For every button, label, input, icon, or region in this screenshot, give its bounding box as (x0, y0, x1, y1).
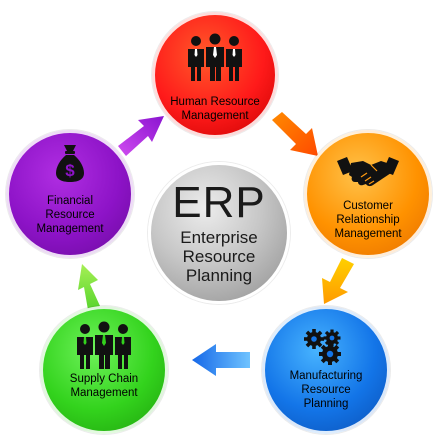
money-bag-icon: $ (56, 145, 84, 182)
node-manufacturing-resource: Manufacturing Resource Planning (262, 306, 390, 434)
node-label: Financial Resource Management (36, 195, 104, 235)
handshake-icon (337, 157, 399, 187)
node-label: Customer Relationship Management (334, 200, 402, 240)
gears-icon (304, 329, 341, 365)
arrow-scm-to-frm (78, 264, 100, 310)
erp-center-node: ERP Enterprise Resource Planning (148, 162, 290, 304)
node-supply-chain: Supply Chain Management (40, 306, 168, 434)
people-icon (188, 33, 242, 81)
arrow-frm-to-hr (118, 116, 164, 156)
node-customer-relationship: Customer Relationship Management (304, 130, 432, 258)
erp-subtitle: Enterprise Resource Planning (180, 228, 258, 285)
node-label: Human Resource Management (170, 96, 260, 122)
node-financial-resource: $ Financial Resource Management (6, 130, 134, 258)
arrow-crm-to-mfg (322, 258, 354, 304)
node-human-resource: Human Resource Management (152, 12, 278, 138)
arrow-mfg-to-scm (192, 344, 250, 376)
erp-title: ERP (172, 178, 266, 227)
node-label: Manufacturing Resource Planning (289, 370, 363, 410)
node-label: Supply Chain Management (69, 373, 139, 399)
svg-text:$: $ (65, 161, 75, 180)
people-icon (77, 321, 131, 369)
arrow-hr-to-crm (272, 112, 318, 156)
